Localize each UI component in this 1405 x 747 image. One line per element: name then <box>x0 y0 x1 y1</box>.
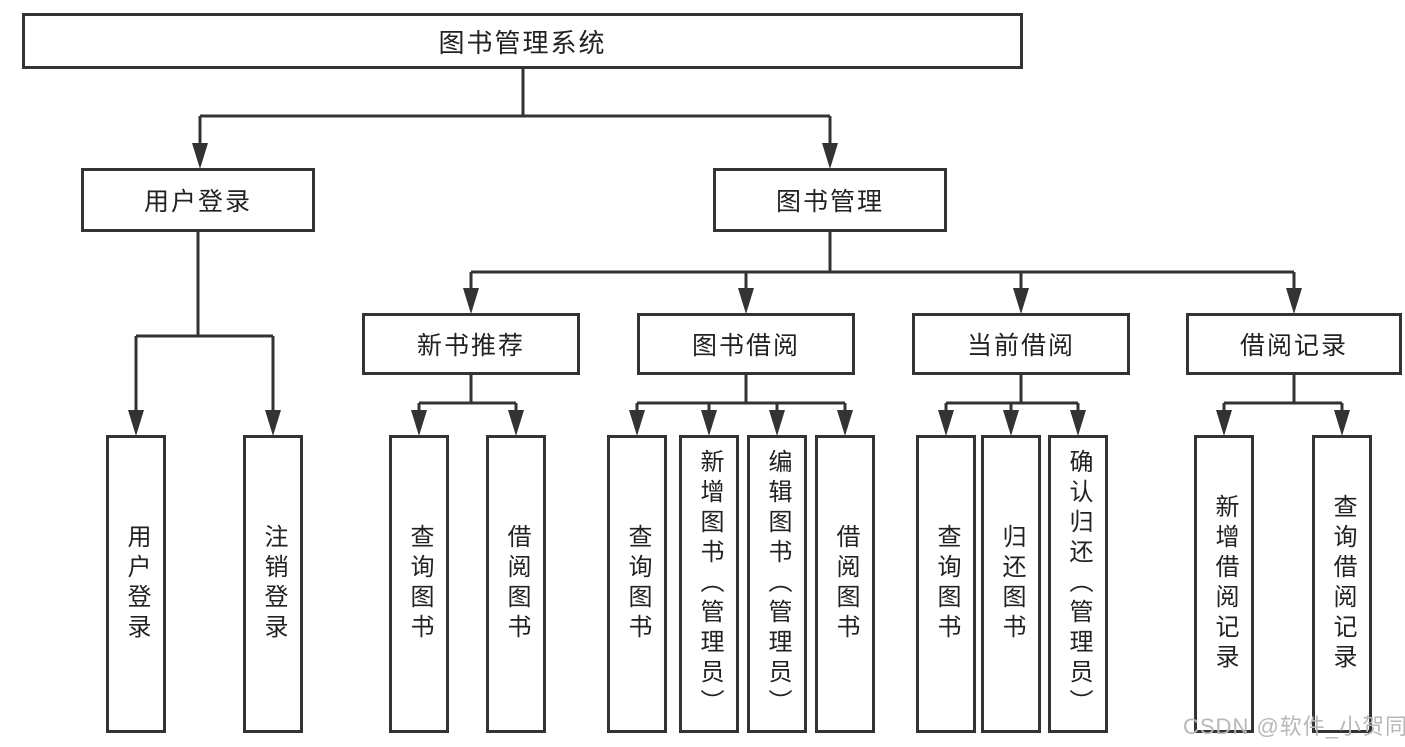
leaf-query-book-borrow-label: 查询图书 <box>624 524 651 644</box>
leaf-query-book-recommend-label: 查询图书 <box>406 524 433 644</box>
node-user-login-label: 用户登录 <box>143 188 252 216</box>
node-book-management-label: 图书管理 <box>775 188 884 216</box>
node-user-login: 用户登录 <box>81 168 315 232</box>
leaf-add-book-admin: 新增图书（管理员） <box>679 435 739 733</box>
leaf-query-book-current: 查询图书 <box>916 435 976 733</box>
leaf-user-login: 用户登录 <box>106 435 166 733</box>
node-book-borrow: 图书借阅 <box>637 313 855 375</box>
leaf-query-book-current-label: 查询图书 <box>933 524 960 644</box>
node-new-book-recommend: 新书推荐 <box>362 313 580 375</box>
node-borrow-record: 借阅记录 <box>1186 313 1402 375</box>
leaf-add-book-admin-label: 新增图书（管理员） <box>696 449 723 719</box>
node-root-label: 图书管理系统 <box>438 27 607 58</box>
watermark-text: CSDN @软件_小贺同学 <box>1183 714 1405 739</box>
leaf-return-book-label: 归还图书 <box>998 524 1025 644</box>
leaf-logout: 注销登录 <box>243 435 303 733</box>
leaf-confirm-return-admin-label: 确认归还（管理员） <box>1065 449 1092 719</box>
leaf-borrow-book: 借阅图书 <box>815 435 875 733</box>
leaf-query-borrow-record-label: 查询借阅记录 <box>1329 494 1356 674</box>
node-book-management: 图书管理 <box>713 168 947 232</box>
leaf-confirm-return-admin: 确认归还（管理员） <box>1048 435 1108 733</box>
leaf-query-book-recommend: 查询图书 <box>389 435 449 733</box>
leaf-edit-book-admin: 编辑图书（管理员） <box>747 435 807 733</box>
leaf-borrow-book-recommend: 借阅图书 <box>486 435 546 733</box>
node-current-borrow: 当前借阅 <box>912 313 1130 375</box>
leaf-query-borrow-record: 查询借阅记录 <box>1312 435 1372 733</box>
node-new-book-recommend-label: 新书推荐 <box>416 332 525 360</box>
node-borrow-record-label: 借阅记录 <box>1239 332 1348 360</box>
leaf-query-book-borrow: 查询图书 <box>607 435 667 733</box>
leaf-user-login-label: 用户登录 <box>123 524 150 644</box>
leaf-edit-book-admin-label: 编辑图书（管理员） <box>764 449 791 719</box>
node-root: 图书管理系统 <box>22 13 1023 69</box>
node-current-borrow-label: 当前借阅 <box>966 332 1075 360</box>
node-book-borrow-label: 图书借阅 <box>691 332 800 360</box>
leaf-return-book: 归还图书 <box>981 435 1041 733</box>
leaf-borrow-book-label: 借阅图书 <box>832 524 859 644</box>
leaf-logout-label: 注销登录 <box>260 524 287 644</box>
leaf-add-borrow-record: 新增借阅记录 <box>1194 435 1254 733</box>
leaf-add-borrow-record-label: 新增借阅记录 <box>1211 494 1238 674</box>
leaf-borrow-book-recommend-label: 借阅图书 <box>503 524 530 644</box>
